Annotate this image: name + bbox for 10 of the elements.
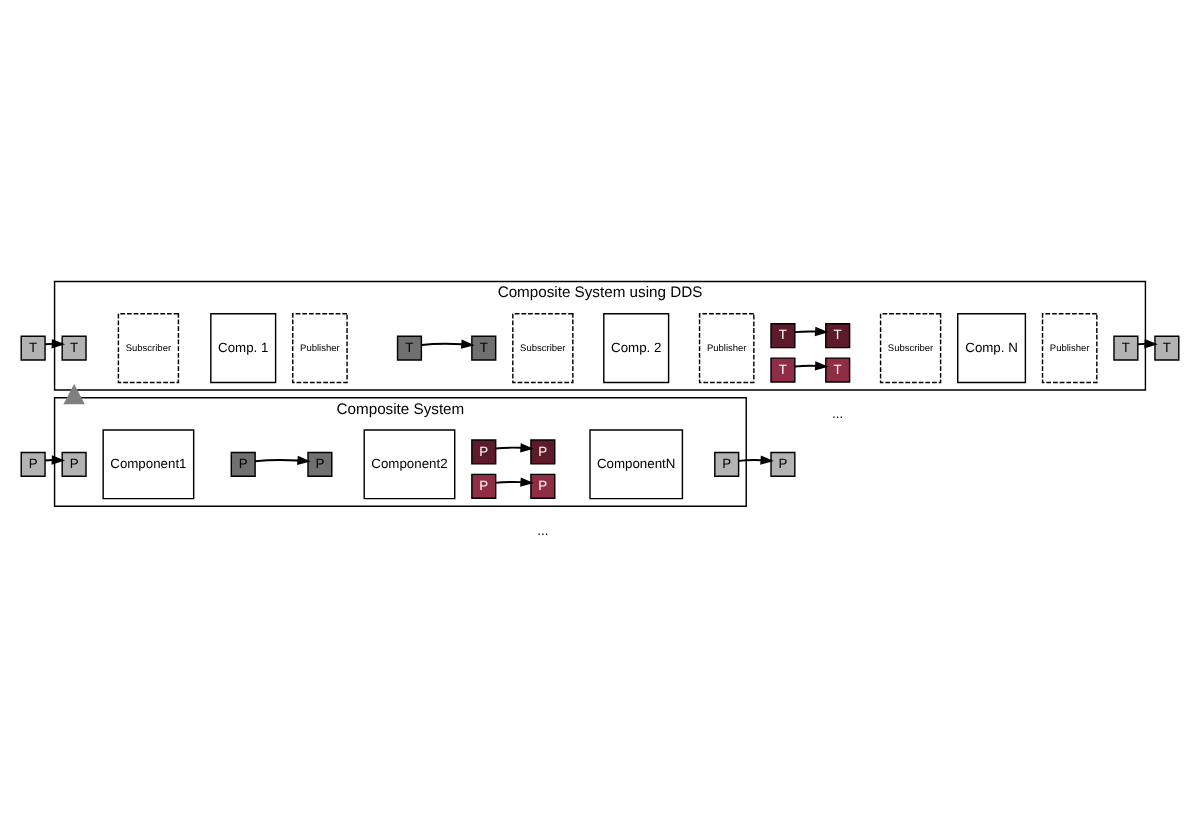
- arrow: [494, 442, 534, 452]
- arrow: [254, 454, 311, 465]
- arrow: [44, 338, 66, 348]
- arrow: [794, 325, 829, 336]
- arrow: [794, 360, 829, 370]
- arrow: [63, 382, 85, 404]
- arrow: [494, 476, 534, 486]
- arrow: [737, 454, 774, 464]
- arrow: [44, 454, 66, 464]
- arrow: [420, 338, 475, 348]
